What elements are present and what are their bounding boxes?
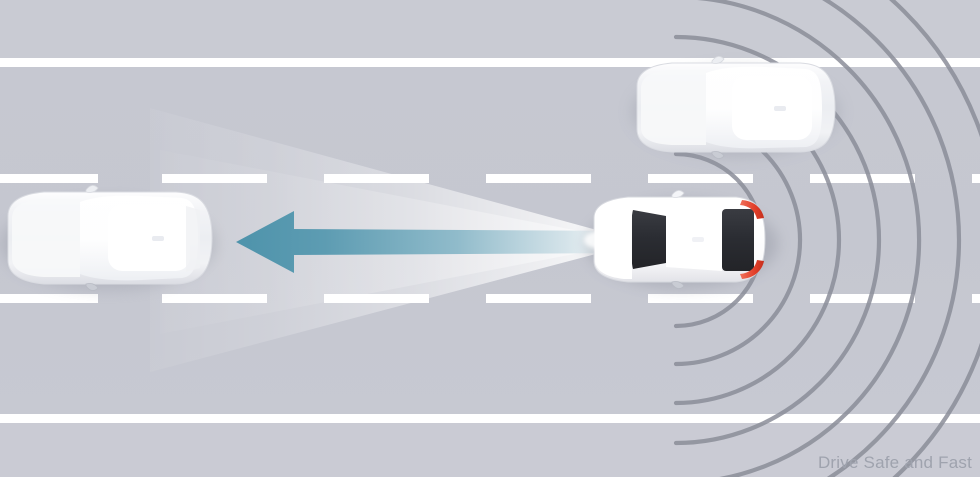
ego-vehicle-mirror-top xyxy=(671,190,685,198)
ego-vehicle-radar-emitter xyxy=(584,231,616,249)
lead-vehicle-hood xyxy=(12,199,80,277)
following-distance-arrow xyxy=(236,211,640,273)
adjacent-vehicle-hood xyxy=(641,70,706,145)
ego-vehicle-windshield xyxy=(630,210,666,269)
lead-vehicle-rear-trim xyxy=(186,206,200,272)
watermark-text: Drive Safe and Fast xyxy=(817,453,972,472)
ego-vehicle-rear-window xyxy=(722,209,754,271)
vehicle-ego xyxy=(584,190,778,289)
ego-vehicle-mirror-bottom xyxy=(671,281,685,289)
top-edge-line xyxy=(0,58,980,67)
adjacent-vehicle-roof xyxy=(732,76,812,140)
ego-vehicle-taillight-top xyxy=(740,200,764,219)
lead-vehicle-mirror-bottom xyxy=(85,283,99,291)
lower-lane-divider xyxy=(0,294,980,303)
lane-markings xyxy=(0,58,980,423)
ego-vehicle-taillight-bottom xyxy=(740,260,764,279)
vehicle-adjacent xyxy=(632,56,840,159)
bottom-edge-line xyxy=(0,414,980,423)
ego-vehicle-roof-marker xyxy=(692,237,704,242)
vehicle-lead xyxy=(0,185,216,291)
adjacent-vehicle-mirror-bottom xyxy=(711,151,725,159)
lead-vehicle-roof xyxy=(108,205,190,271)
lead-vehicle-roof-marker xyxy=(152,236,164,241)
lead-vehicle-mirror-top xyxy=(85,185,99,193)
lower-shoulder xyxy=(0,423,980,477)
upper-lane-divider xyxy=(0,174,980,183)
upper-shoulder xyxy=(0,0,980,58)
adjacent-vehicle-mirror-top xyxy=(711,56,725,64)
adjacent-vehicle-roof-marker xyxy=(774,106,786,111)
